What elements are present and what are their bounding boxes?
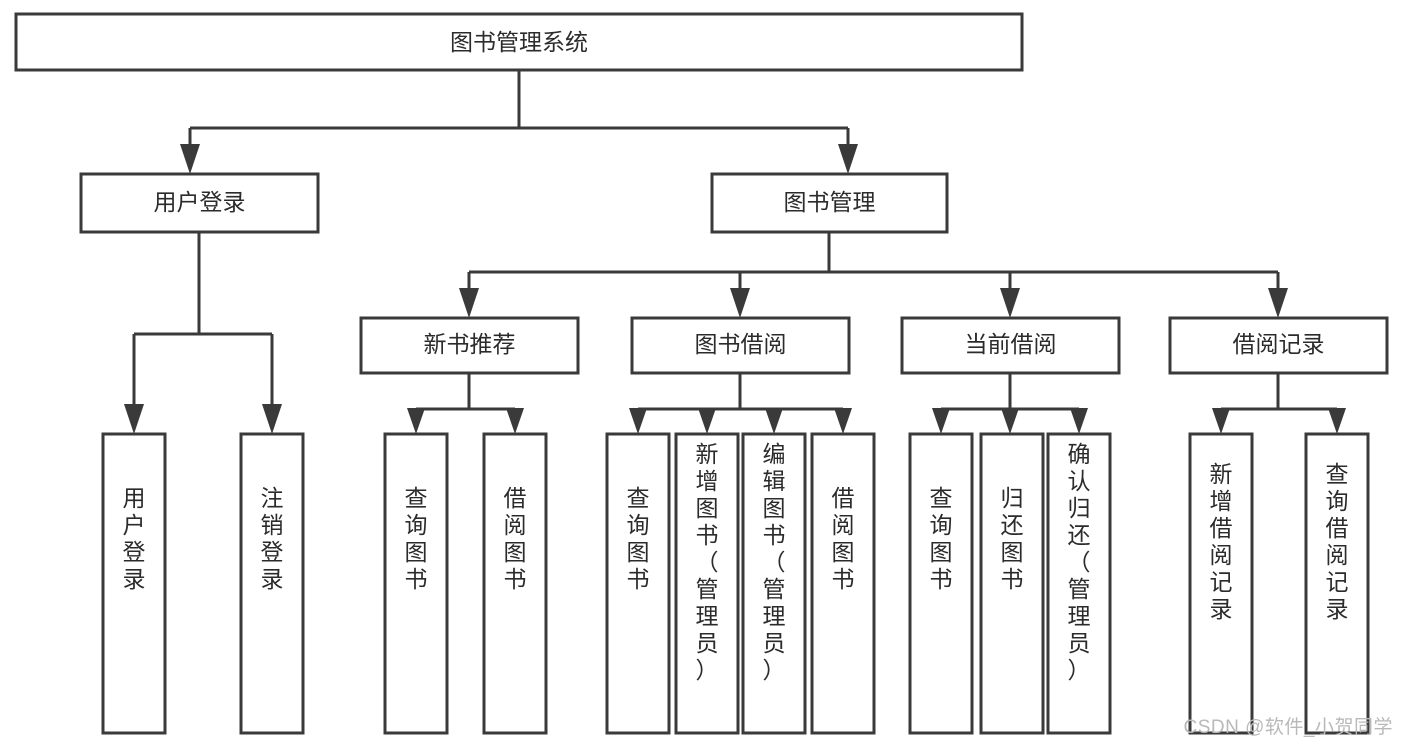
arrow-to-leaf-return-book	[1001, 408, 1019, 434]
connector-borrow-record-branch	[1219, 373, 1339, 418]
node-current-borrow[interactable]: 当前借阅	[900, 316, 1121, 375]
arrow-to-leaf-query-book-2	[629, 408, 647, 434]
node-leaf-query-book-1-box	[383, 432, 449, 735]
node-leaf-add-book[interactable]: 新增图书（管理员）	[674, 432, 740, 735]
arrow-to-leaf-borrow-book-1	[506, 408, 524, 434]
arrow-to-leaf-add-record	[1212, 408, 1230, 434]
node-leaf-return-book-label: 归还图书	[1001, 485, 1024, 592]
node-user-login-box	[79, 172, 320, 234]
node-leaf-edit-book[interactable]: 编辑图书（管理员）	[741, 432, 807, 735]
node-leaf-borrow-book-1[interactable]: 借阅图书	[482, 432, 548, 735]
arrow-to-leaf-add-book	[698, 408, 716, 434]
node-leaf-edit-book-box	[741, 432, 807, 735]
node-leaf-add-record-label: 新增借阅记录	[1210, 461, 1233, 622]
node-leaf-borrow-book-2-box	[810, 432, 876, 735]
node-leaf-user-login[interactable]: 用户登录	[101, 432, 167, 735]
node-leaf-query-book-2[interactable]: 查询图书	[605, 432, 671, 735]
connector-book-manage-branch	[467, 232, 1280, 296]
node-new-book-rec[interactable]: 新书推荐	[359, 316, 580, 375]
node-new-book-rec-label: 新书推荐	[424, 331, 516, 357]
arrow-to-leaf-query-book-3	[932, 408, 950, 434]
connector-group-user-login-to-leaves	[124, 232, 282, 434]
node-leaf-borrow-book-1-box	[482, 432, 548, 735]
node-borrow-record-box	[1168, 316, 1389, 375]
node-borrow-record[interactable]: 借阅记录	[1168, 316, 1389, 375]
node-leaf-logout[interactable]: 注销登录	[239, 432, 305, 735]
connector-group-book-borrow-to-leaves	[629, 373, 852, 434]
arrow-to-leaf-borrow-book-2	[834, 408, 852, 434]
arrow-to-new-book-rec	[459, 288, 479, 318]
node-book-manage-label: 图书管理	[784, 189, 876, 215]
node-leaf-borrow-book-2-label: 借阅图书	[832, 485, 855, 592]
node-user-login-label: 用户登录	[154, 189, 246, 215]
node-current-borrow-box	[900, 316, 1121, 375]
connector-book-borrow-branch	[636, 373, 845, 418]
node-root-label: 图书管理系统	[450, 29, 588, 55]
arrow-to-leaf-user-login	[124, 404, 144, 434]
node-leaf-borrow-book-1-label: 借阅图书	[504, 485, 527, 592]
node-leaf-add-book-label: 新增图书（管理员）	[696, 441, 719, 683]
node-leaf-edit-book-label: 编辑图书（管理员）	[763, 441, 786, 683]
node-new-book-rec-box	[359, 316, 580, 375]
node-user-login[interactable]: 用户登录	[79, 172, 320, 234]
node-leaf-query-book-1[interactable]: 查询图书	[383, 432, 449, 735]
connector-group-borrow-record-to-leaves	[1212, 373, 1346, 434]
node-leaf-query-book-3-label: 查询图书	[930, 485, 953, 592]
node-leaf-query-record-box	[1304, 432, 1370, 735]
node-book-manage-box	[710, 172, 949, 234]
node-leaf-confirm-return[interactable]: 确认归还（管理员）	[1046, 432, 1112, 735]
arrow-to-book-manage	[838, 144, 858, 174]
node-leaf-query-book-3[interactable]: 查询图书	[908, 432, 974, 735]
arrow-to-leaf-query-book-1	[407, 408, 425, 434]
arrow-to-borrow-record	[1268, 288, 1288, 318]
node-book-borrow-label: 图书借阅	[695, 331, 787, 357]
node-leaf-return-book-box	[979, 432, 1045, 735]
node-book-borrow-box	[630, 316, 851, 375]
node-leaf-query-record-label: 查询借阅记录	[1326, 461, 1349, 622]
node-leaf-user-login-box	[101, 432, 167, 735]
node-leaf-query-book-2-label: 查询图书	[627, 485, 650, 592]
arrow-to-user-login	[180, 144, 200, 174]
node-leaf-query-record[interactable]: 查询借阅记录	[1304, 432, 1370, 735]
node-leaf-query-book-3-box	[908, 432, 974, 735]
connector-group-root-to-level2	[180, 70, 858, 174]
node-leaf-query-book-1-label: 查询图书	[405, 485, 428, 592]
node-leaf-logout-box	[239, 432, 305, 735]
node-root[interactable]: 图书管理系统	[14, 12, 1024, 72]
arrow-to-leaf-confirm-return	[1070, 408, 1088, 434]
node-current-borrow-label: 当前借阅	[965, 331, 1057, 357]
node-leaf-confirm-return-box	[1046, 432, 1112, 735]
arrow-to-current-borrow	[1000, 288, 1020, 318]
node-book-manage[interactable]: 图书管理	[710, 172, 949, 234]
connector-new-book-rec-branch	[414, 373, 517, 418]
node-root-box	[14, 12, 1024, 72]
node-borrow-record-label: 借阅记录	[1233, 331, 1325, 357]
node-leaf-confirm-return-label: 确认归还（管理员）	[1068, 441, 1091, 683]
arrow-to-book-borrow	[730, 288, 750, 318]
node-leaf-add-record[interactable]: 新增借阅记录	[1188, 432, 1254, 735]
node-book-borrow[interactable]: 图书借阅	[630, 316, 851, 375]
connector-group-booksmanage-to-level3	[459, 232, 1288, 318]
node-leaf-borrow-book-2[interactable]: 借阅图书	[810, 432, 876, 735]
connector-root-branch	[188, 70, 850, 152]
node-leaf-add-book-box	[674, 432, 740, 735]
arrow-to-leaf-logout	[262, 404, 282, 434]
connector-group-new-book-rec-to-leaves	[407, 373, 524, 434]
arrow-to-leaf-edit-book	[765, 408, 783, 434]
node-leaf-return-book[interactable]: 归还图书	[979, 432, 1045, 735]
node-leaf-logout-label: 注销登录	[261, 485, 284, 592]
connector-user-login-branch	[132, 232, 274, 410]
node-leaf-user-login-label: 用户登录	[123, 485, 146, 592]
arrow-to-leaf-query-record	[1328, 408, 1346, 434]
connector-group-current-borrow-to-leaves	[932, 373, 1088, 434]
node-leaf-query-book-2-box	[605, 432, 671, 735]
node-leaf-add-record-box	[1188, 432, 1254, 735]
